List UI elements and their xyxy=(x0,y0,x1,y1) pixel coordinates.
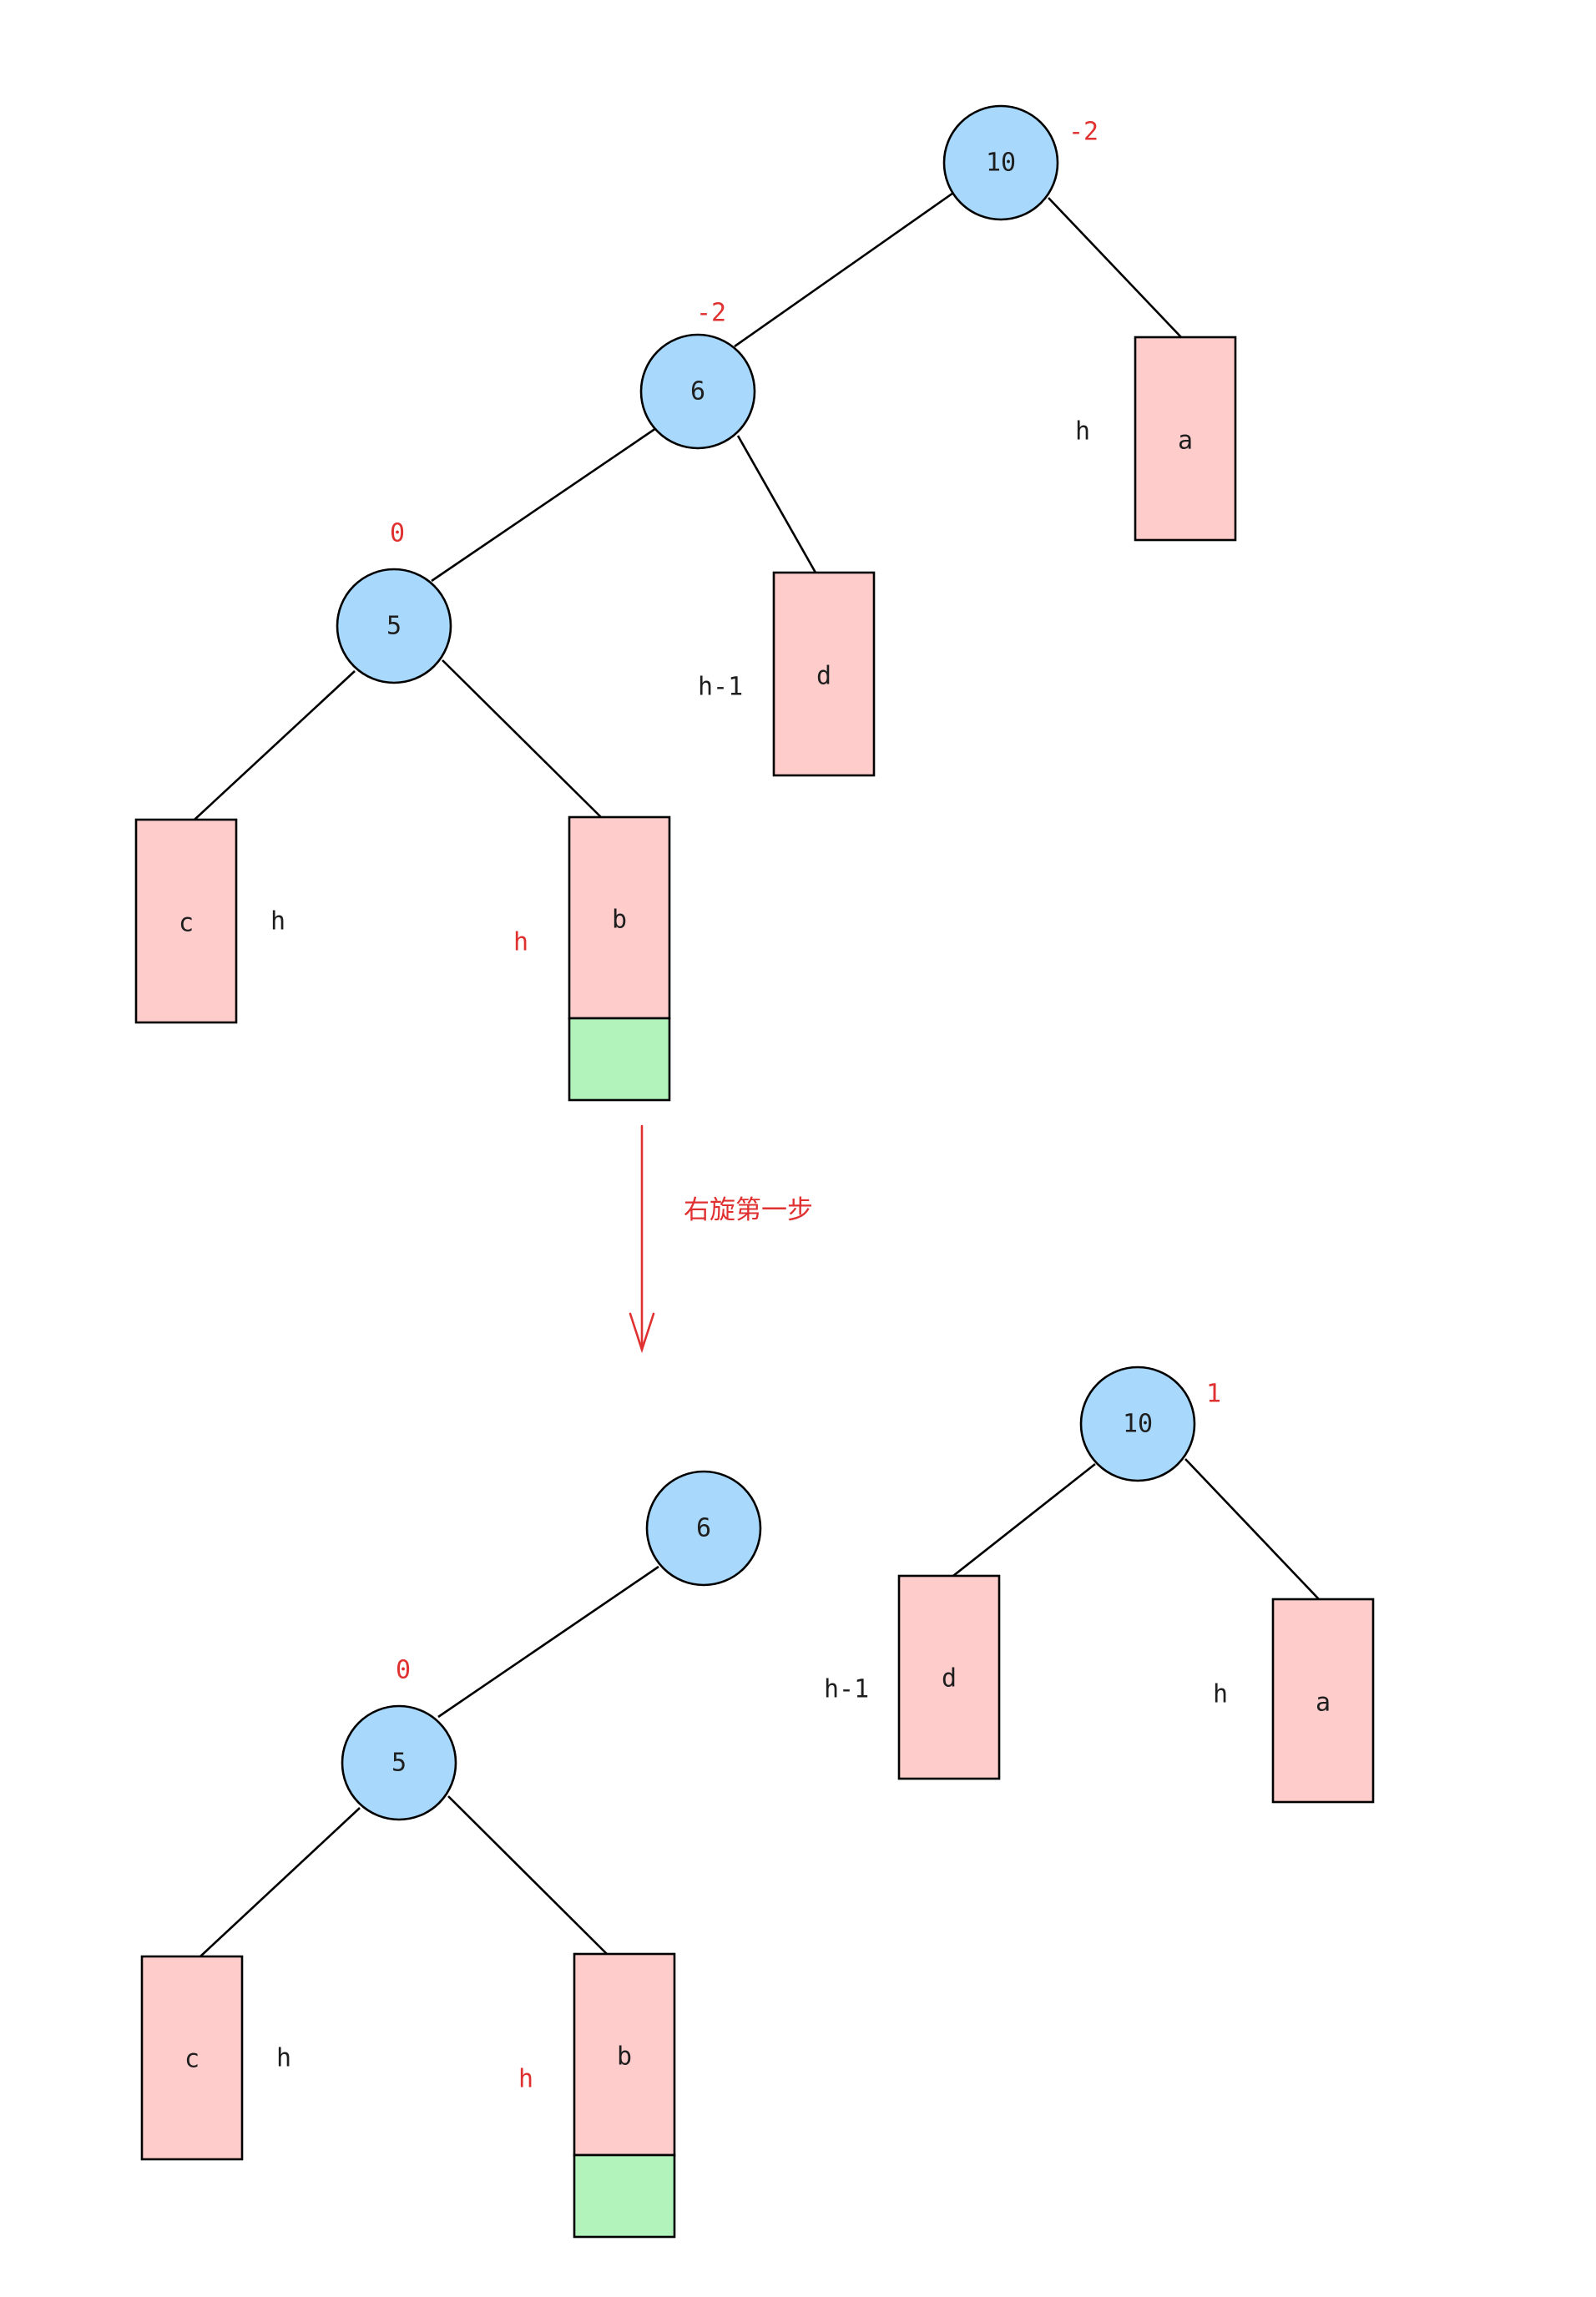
edge-10-a xyxy=(1048,197,1182,338)
edge-5-c xyxy=(200,1807,361,1957)
height-label-b: h xyxy=(518,2065,533,2094)
subtree-label: a xyxy=(1316,1689,1331,1718)
edge-6-5 xyxy=(437,1565,659,1719)
node-label: 10 xyxy=(986,149,1016,178)
node-5: 5 xyxy=(341,1704,457,1821)
subtree-box xyxy=(772,571,876,777)
balance-factor-5: 0 xyxy=(390,519,405,548)
height-label-c: h xyxy=(270,907,285,936)
node-6: 6 xyxy=(639,333,756,450)
edge-10-6 xyxy=(734,189,957,348)
subtree-box xyxy=(134,818,238,1024)
subtree-a: a xyxy=(1134,336,1237,542)
inserted-node-block xyxy=(568,1017,671,1102)
tree-after-left: 6 5 0 c h b h xyxy=(140,1470,762,2239)
tree-before: 10 -2 6 -2 5 0 a h d h-1 c xyxy=(134,104,1237,1102)
node-label: 5 xyxy=(386,612,402,641)
node-circle xyxy=(341,1704,457,1821)
node-6: 6 xyxy=(645,1470,762,1587)
node-circle xyxy=(336,568,452,684)
edge-6-5 xyxy=(431,427,657,583)
height-label-b: h xyxy=(513,928,528,957)
subtree-label: c xyxy=(184,2045,200,2074)
height-label-a: h xyxy=(1213,1680,1228,1709)
height-label-a: h xyxy=(1075,417,1090,447)
subtree-d: d xyxy=(897,1574,1001,1780)
height-label-d: h-1 xyxy=(698,673,743,702)
subtree-d: d xyxy=(772,571,876,777)
subtree-label: c xyxy=(179,909,194,938)
node-label: 6 xyxy=(696,1514,711,1543)
subtree-label: b xyxy=(612,906,627,935)
subtree-c: c xyxy=(140,1955,244,2161)
subtree-box xyxy=(1134,336,1237,542)
subtree-label: b xyxy=(617,2042,632,2072)
edge-6-d xyxy=(736,435,817,573)
edge-10-a xyxy=(1184,1458,1320,1600)
balance-factor-5: 0 xyxy=(396,1656,411,1685)
subtree-label: d xyxy=(816,662,831,691)
subtree-box xyxy=(897,1574,1001,1780)
balance-factor-10: 1 xyxy=(1206,1380,1221,1409)
node-circle xyxy=(942,104,1059,221)
subtree-c: c xyxy=(134,818,238,1024)
edge-10-d xyxy=(952,1462,1096,1578)
node-10: 10 xyxy=(942,104,1059,221)
subtree-a: a xyxy=(1271,1598,1375,1804)
edge-5-b xyxy=(442,659,602,818)
node-circle xyxy=(1079,1366,1196,1482)
balance-factor-10: -2 xyxy=(1068,118,1099,147)
node-label: 6 xyxy=(690,377,705,406)
arrow-head xyxy=(629,1312,655,1354)
subtree-box xyxy=(140,1955,244,2161)
node-10: 10 xyxy=(1079,1366,1196,1482)
edge-5-c xyxy=(194,670,356,820)
subtree-b: b xyxy=(568,815,671,1020)
node-5: 5 xyxy=(336,568,452,684)
height-label-c: h xyxy=(276,2044,291,2073)
node-circle xyxy=(645,1470,762,1587)
step-arrow: 右旋第一步 xyxy=(629,1124,813,1354)
height-label-d: h-1 xyxy=(824,1675,869,1704)
subtree-label: d xyxy=(942,1664,957,1694)
node-label: 10 xyxy=(1123,1410,1153,1439)
subtree-box xyxy=(573,1952,676,2157)
node-label: 5 xyxy=(391,1749,407,1778)
subtree-label: a xyxy=(1178,427,1193,456)
subtree-box xyxy=(1271,1598,1375,1804)
node-circle xyxy=(639,333,756,450)
inserted-node-block xyxy=(573,2153,676,2239)
step-label: 右旋第一步 xyxy=(684,1195,813,1225)
edge-5-b xyxy=(447,1795,608,1955)
balance-factor-6: -2 xyxy=(696,299,726,328)
tree-after-right: 10 1 d h-1 a h xyxy=(824,1366,1375,1804)
subtree-b: b xyxy=(573,1952,676,2157)
